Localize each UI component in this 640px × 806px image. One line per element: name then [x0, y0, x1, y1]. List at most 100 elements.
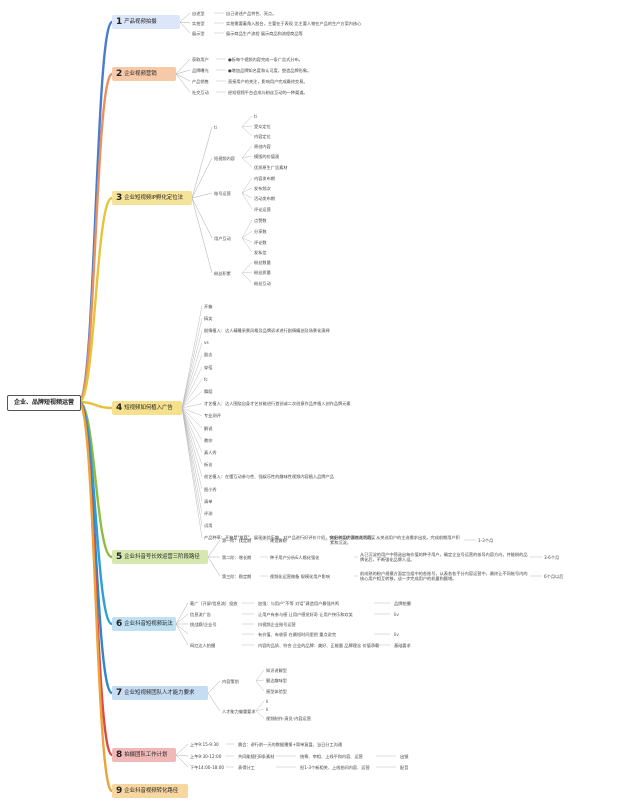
section6-channel: 网红达人拍摄 — [190, 642, 216, 648]
connector-line — [241, 177, 253, 194]
root-node[interactable]: 企业、品牌短视频运营 — [7, 395, 81, 411]
section3-item: 内容定位 — [254, 133, 271, 139]
section6-tag: liv — [394, 631, 399, 637]
section4-item: 清单 — [204, 498, 213, 504]
section2-goal: 产品销售 — [192, 78, 209, 84]
connector-line — [241, 157, 253, 168]
branch-curve — [78, 400, 113, 410]
connector-line — [181, 407, 203, 417]
section1-type: 展示型 — [192, 30, 205, 36]
section7-item: 视频制作-演员-内容运营 — [266, 715, 311, 721]
section3-group: 粉丝积累 — [214, 270, 231, 276]
section-number: 6 — [116, 619, 123, 629]
section4-item: 产品种草：开箱是"推荐"，展现体验乐趣，对产品进行好评价介绍，突出产品优异性进而… — [204, 535, 376, 541]
connector-line — [241, 126, 253, 137]
section4-item: 才艺植入：达人围绕自身才艺技能进行首创或二次创意作品并植入创作品牌元素 — [204, 401, 351, 407]
connector-line — [207, 692, 221, 712]
section-number: 8 — [116, 750, 123, 760]
connector-line — [207, 556, 221, 577]
section-label: 企业短视频IP孵化定位法 — [124, 195, 184, 201]
connector-line — [191, 197, 213, 239]
connector-line — [241, 237, 253, 253]
connector-line — [207, 539, 221, 558]
section3-group: 短视频内容 — [214, 155, 235, 161]
section7-item: 腿达趣味型 — [266, 677, 287, 683]
section3-item: 粉丝质量 — [254, 269, 271, 275]
connector-line — [175, 73, 191, 93]
section8-time: 上午9:30-12:00 — [190, 753, 222, 759]
section-label: 企业短视频团队人才能力要求 — [124, 690, 195, 696]
connector-line — [255, 710, 265, 719]
connector-line — [181, 403, 203, 409]
section8-work: 担1-3个新相关、上线拍间内容、运营 — [300, 764, 370, 770]
section-label: 企业抖音视频转化路径 — [124, 788, 179, 794]
section5-stage: 第二阶：增长期 — [222, 554, 252, 560]
connector-line — [241, 237, 253, 243]
section-label: 拍摄团队工作计划 — [124, 752, 168, 758]
connector-line — [181, 407, 203, 465]
section-number: 9 — [116, 786, 123, 796]
section3-item: 发布频次 — [254, 185, 271, 191]
section2-desc: 直接用户的关注，影响用户完成最终交易。 — [228, 78, 308, 84]
section4-item: 穿搭 — [204, 364, 213, 370]
section3-item: 模版的价值观 — [254, 153, 280, 159]
connector-line — [181, 305, 203, 409]
connector-line — [181, 342, 203, 409]
section3-item: 评论运营 — [254, 206, 271, 212]
section3-item: 粉丝互动 — [254, 280, 271, 286]
section4-item: 图小秀 — [204, 486, 217, 492]
section4-item: 解说 — [204, 425, 213, 431]
connector-line — [241, 155, 253, 159]
connector-line — [191, 157, 213, 199]
connector-line — [241, 125, 253, 128]
branch-curve — [77, 72, 114, 404]
section-number: 2 — [116, 69, 123, 79]
section2-goal: 社交互动 — [192, 89, 209, 95]
connector-line — [181, 407, 203, 502]
section2-desc: 经短视频平台会成与粉丝互动的一种渠道。 — [228, 89, 308, 95]
section7-item: li — [266, 698, 269, 704]
section4-item: 教你 — [204, 437, 213, 443]
section1-type: 实拍型 — [192, 20, 205, 26]
connector-line — [241, 271, 253, 274]
section7-item: 知识讲解型 — [266, 667, 287, 673]
section3-item: 粉丝数量 — [254, 259, 271, 265]
section6-channel: 挑战赛/企业号 — [190, 621, 217, 627]
section5-detail: 做好做用户喜欢的内容，从关选用户的主选需求出发。完成前期用户积累和沉淀。 — [330, 534, 460, 545]
connector-line — [181, 407, 203, 490]
section4-item: 街访 — [204, 462, 213, 468]
section4-item: 评测 — [204, 510, 213, 516]
section1-type: 自述型 — [192, 10, 205, 16]
connector-line — [175, 743, 189, 756]
section5-focus: 建设做粉 — [270, 537, 287, 543]
connector-line — [181, 407, 203, 477]
section8-role: 出镜 — [400, 753, 409, 759]
section8-role: 配音 — [400, 764, 409, 770]
section5-stage: 第三阶：稳定期 — [222, 573, 252, 579]
connector-line — [181, 318, 203, 409]
connector-line — [241, 187, 253, 194]
connector-line — [181, 407, 203, 538]
connector-line — [181, 354, 203, 409]
section3-item: ti — [254, 113, 257, 119]
connector-line — [181, 379, 203, 409]
connector-line — [181, 407, 203, 429]
section6-tag: 基础要求 — [394, 642, 411, 648]
connector-line — [175, 58, 191, 75]
connector-line — [255, 708, 265, 712]
connector-line — [191, 192, 213, 199]
section4-item: 开箱 — [204, 303, 213, 309]
section-label: 企业抖音号长效运营三阶段路径 — [124, 554, 200, 560]
section7-item: li — [266, 706, 269, 712]
section1-desc: 展示商品生产流程 展示商品和流程商品等 — [226, 30, 303, 36]
section-label: 企业抖音短视频玩法 — [124, 621, 173, 627]
